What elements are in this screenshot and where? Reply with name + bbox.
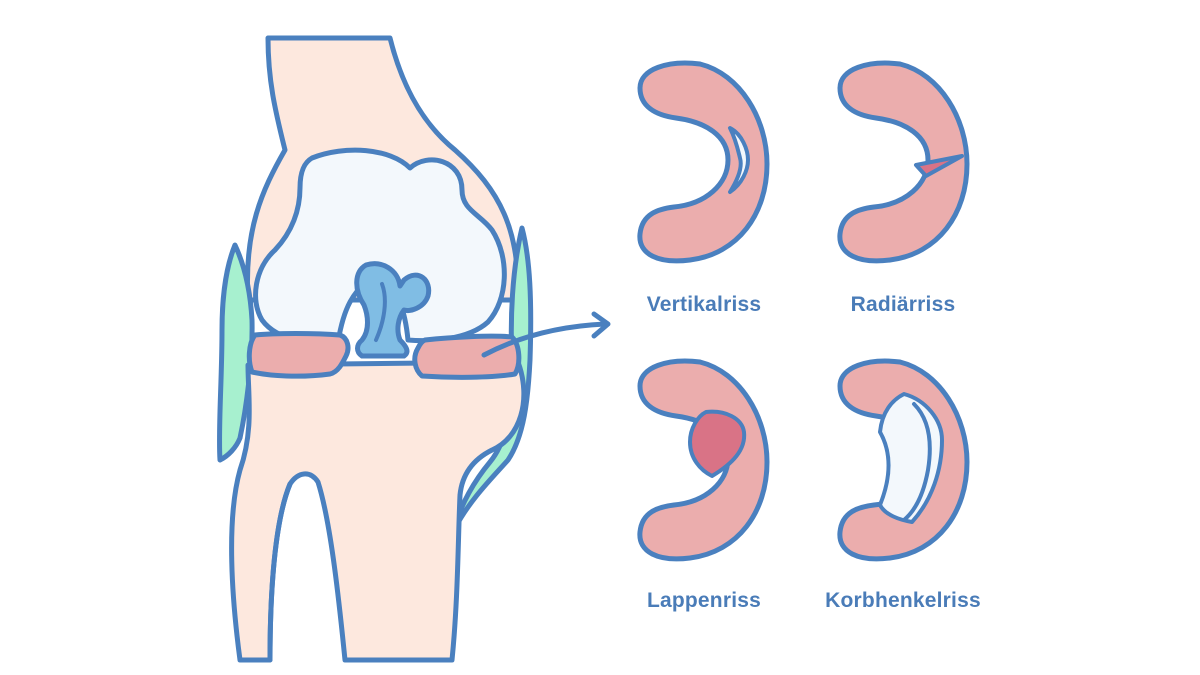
tear-flap: [640, 361, 767, 559]
inner-meniscus: [412, 333, 522, 380]
vertical-tear-mark: [728, 126, 750, 194]
cruciate-ligament: [354, 261, 432, 359]
pointer-arrow: [481, 321, 608, 358]
tibia-fibula: [229, 359, 527, 663]
tear-radial: [840, 63, 967, 261]
lateral-collateral-ligament: [216, 242, 255, 463]
radial-tear-mark: [914, 154, 964, 178]
outer-meniscus: [246, 331, 351, 379]
tear-label-bucket-handle: Korbhenkelriss: [825, 589, 981, 612]
tear-vertical: [640, 63, 767, 261]
flap-tear-mark: [688, 409, 747, 478]
pointer-arrowhead: [591, 311, 611, 339]
tear-bucket-handle: [840, 361, 967, 559]
fibula-edge: [267, 481, 293, 663]
bucket-handle-inner-line: [902, 402, 932, 522]
tear-label-radial: Radiärriss: [850, 293, 956, 316]
knee-joint: [216, 35, 611, 663]
cruciate-detail: [374, 282, 387, 342]
tear-label-vertical: Vertikalriss: [646, 293, 762, 316]
tear-label-flap: Lappenriss: [646, 589, 762, 612]
